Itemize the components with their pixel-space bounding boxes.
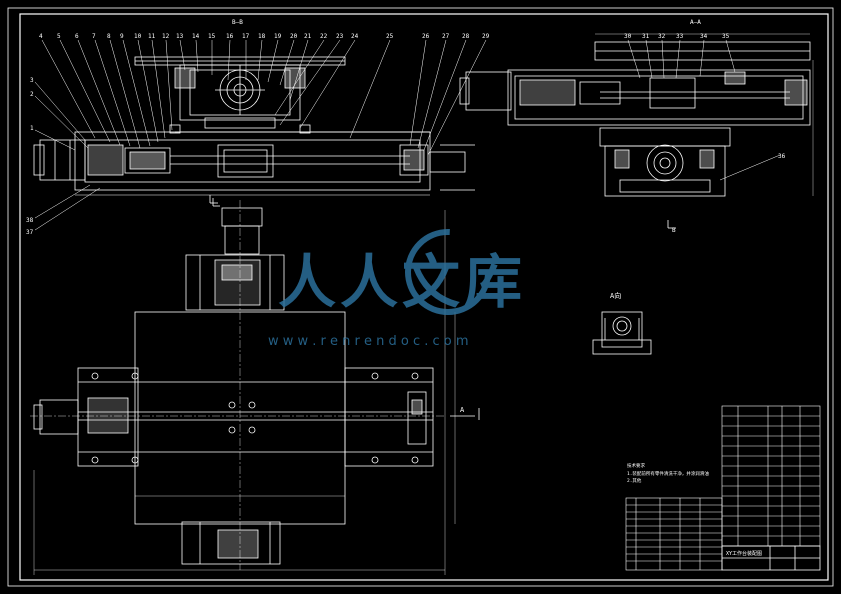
view-a-label: A向	[610, 291, 621, 300]
left-leader-lines	[34, 81, 101, 231]
balloon-15: 15	[208, 33, 216, 40]
parts-list-right	[721, 405, 821, 547]
front-section-view	[33, 56, 475, 204]
balloon-19: 19	[274, 33, 282, 40]
outer-border	[7, 7, 834, 587]
balloon-25: 25	[386, 33, 394, 40]
balloon-5: 5	[57, 33, 61, 40]
title-block	[721, 545, 821, 571]
balloon-11: 11	[148, 33, 156, 40]
balloon-17: 17	[242, 33, 250, 40]
balloon-22: 22	[320, 33, 328, 40]
technical-requirements: 技术要求 1.装配前所有零件清洗干净，并涂润滑油 2.其他	[627, 462, 709, 484]
b-section-marker	[212, 198, 220, 207]
balloon-32: 32	[658, 33, 666, 40]
watermark-url: w w w . r e n r e n d o c . c o m	[268, 334, 469, 349]
balloon-4: 4	[39, 33, 43, 40]
balloon-18: 18	[258, 33, 266, 40]
balloon-31: 31	[642, 33, 650, 40]
tech-req-line-1: 1.装配前所有零件清洗干净，并涂润滑油	[627, 470, 709, 477]
drawing-name: XY工作台装配图	[726, 550, 762, 557]
balloon-8: 8	[107, 33, 111, 40]
parts-list-left	[625, 497, 723, 571]
balloon-left-1: 1	[30, 125, 34, 132]
watermark: 人人文库 w w w . r e n r e n d o c . c o m	[268, 229, 526, 349]
side-view-numbers: 30 31 32 33 34 35 36 A—A B	[624, 19, 786, 234]
side-section-view	[459, 33, 814, 197]
balloon-left-2: 2	[30, 91, 34, 98]
tech-req-line-2: 2.其他	[627, 477, 642, 484]
balloon-14: 14	[192, 33, 200, 40]
balloon-21: 21	[304, 33, 312, 40]
balloon-38: 38	[26, 217, 34, 224]
plan-view	[30, 200, 480, 575]
top-leader-lines	[41, 39, 487, 156]
balloon-37: 37	[26, 229, 34, 236]
balloon-23: 23	[336, 33, 344, 40]
balloon-27: 27	[442, 33, 450, 40]
b-marker-label: B	[672, 227, 676, 234]
balloon-7: 7	[92, 33, 96, 40]
tech-req-title: 技术要求	[627, 462, 645, 469]
balloon-13: 13	[176, 33, 184, 40]
balloon-20: 20	[290, 33, 298, 40]
side-b-marker	[667, 220, 676, 229]
balloon-35: 35	[722, 33, 730, 40]
left-leader-numbers: 3 2 1 38 37	[26, 77, 34, 236]
balloon-10: 10	[134, 33, 142, 40]
balloon-left-3: 3	[30, 77, 34, 84]
side-view-leaders	[627, 39, 736, 79]
a-view-detail	[592, 311, 652, 355]
watermark-logo-icon	[405, 229, 491, 315]
balloon-12: 12	[162, 33, 170, 40]
balloon-30: 30	[624, 33, 632, 40]
watermark-logo-text: 人人文库	[278, 248, 526, 316]
arrow-a-left-label: A	[460, 406, 465, 414]
inner-border	[19, 13, 829, 581]
balloon-9: 9	[120, 33, 124, 40]
balloon-28: 28	[462, 33, 470, 40]
top-leader-numbers: 4 5 6 7 8 9 10 11 12 13 14 15 16 17 18 1…	[39, 19, 490, 40]
plan-view-labels: A	[460, 406, 465, 414]
balloon-16: 16	[226, 33, 234, 40]
balloon-26: 26	[422, 33, 430, 40]
section-mark-aa: A—A	[690, 19, 701, 26]
section-mark-bb: B—B	[232, 19, 243, 26]
balloon-29: 29	[482, 33, 490, 40]
balloon-36: 36	[778, 153, 786, 160]
balloon-6: 6	[75, 33, 79, 40]
balloon-24: 24	[351, 33, 359, 40]
balloon-33: 33	[676, 33, 684, 40]
balloon-34: 34	[700, 33, 708, 40]
